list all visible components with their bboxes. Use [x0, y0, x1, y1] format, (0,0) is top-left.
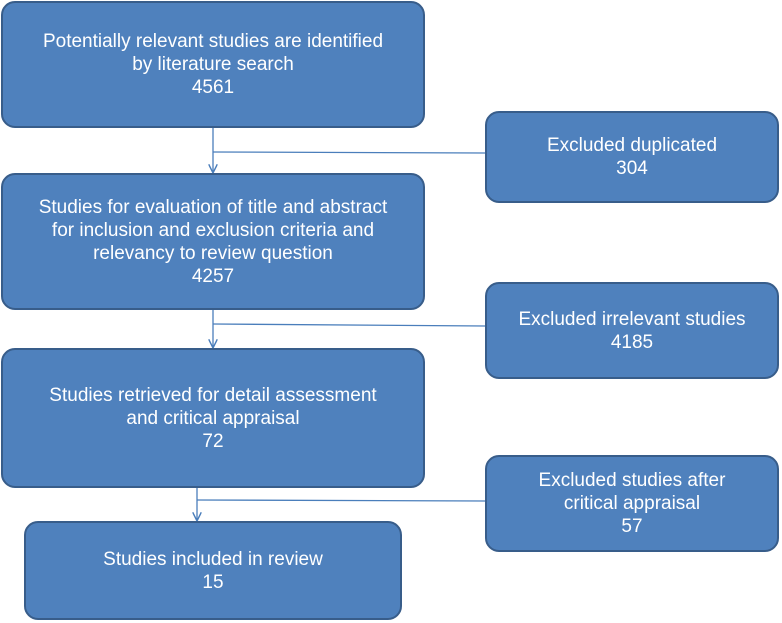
retrieved-studies-box: Studies retrieved for detail assessment …	[1, 348, 425, 488]
identified-studies-label: Potentially relevant studies are identif…	[42, 31, 384, 75]
included-studies-label: Studies included in review	[103, 548, 323, 570]
duplicates-excluded-text: Excluded duplicated 304	[547, 134, 717, 180]
exclusion-line-duplicates	[212, 151, 486, 154]
included-studies-count: 15	[202, 571, 224, 593]
appraisal-excluded-box: Excluded studies after critical appraisa…	[485, 455, 779, 552]
irrelevant-excluded-label: Excluded irrelevant studies	[518, 308, 746, 330]
exclusion-line-irrelevant	[212, 323, 486, 327]
retrieved-studies-text: Studies retrieved for detail assessment …	[49, 384, 376, 453]
duplicates-excluded-label: Excluded duplicated	[546, 135, 718, 156]
appraisal-excluded-text: Excluded studies after critical appraisa…	[539, 469, 726, 538]
irrelevant-excluded-text: Excluded irrelevant studies 4185	[518, 308, 745, 354]
screening-studies-text: Studies for evaluation of title and abst…	[39, 196, 388, 288]
included-studies-text: Studies included in review 15	[103, 548, 323, 594]
screening-studies-label: Studies for evaluation of title and abst…	[38, 196, 388, 264]
screening-studies-count: 4257	[191, 265, 235, 287]
duplicates-excluded-box: Excluded duplicated 304	[485, 111, 779, 203]
retrieved-studies-label: Studies retrieved for detail assessment …	[49, 384, 377, 429]
duplicates-excluded-count: 304	[616, 158, 648, 179]
identified-studies-text: Potentially relevant studies are identif…	[43, 30, 383, 99]
appraisal-excluded-label: Excluded studies after critical appraisa…	[538, 470, 726, 514]
irrelevant-excluded-count: 4185	[610, 331, 654, 353]
retrieved-studies-count: 72	[202, 430, 224, 452]
irrelevant-excluded-box: Excluded irrelevant studies 4185	[485, 282, 779, 379]
included-studies-box: Studies included in review 15	[24, 521, 402, 620]
exclusion-line-appraisal	[196, 499, 486, 502]
screening-studies-box: Studies for evaluation of title and abst…	[1, 173, 425, 310]
identified-studies-count: 4561	[191, 77, 235, 98]
appraisal-excluded-count: 57	[621, 516, 643, 537]
identified-studies-box: Potentially relevant studies are identif…	[1, 1, 425, 128]
